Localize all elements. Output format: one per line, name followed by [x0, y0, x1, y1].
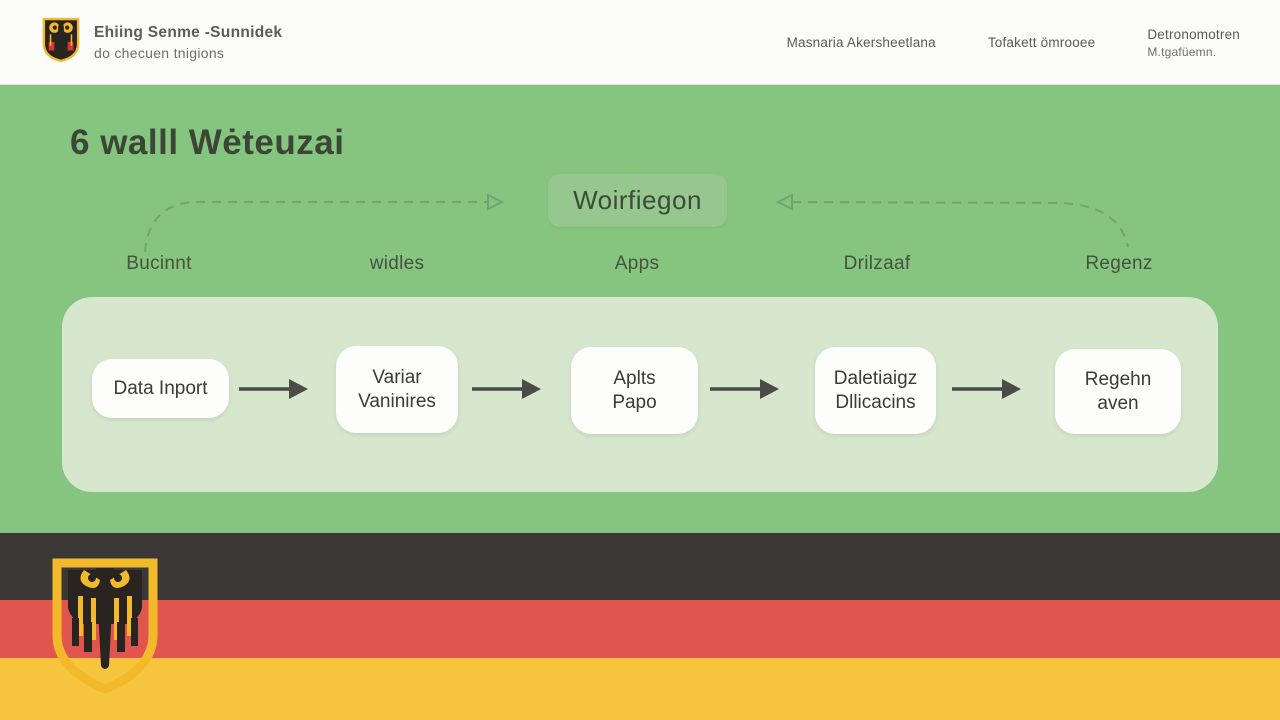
column-label-3: Apps — [614, 253, 660, 274]
step-5-line2: aven — [1097, 392, 1139, 414]
brand-title: Ehiing Senme -Sunnidek — [94, 23, 283, 41]
step-4-line2: Dllicacins — [835, 391, 916, 413]
nav-item-3-line1: Detronomotren — [1147, 26, 1240, 42]
step-box-2: Variar Vaninires — [336, 346, 458, 433]
page-title: 6 walll Wėteuzai — [70, 123, 345, 162]
step-2-line1: Variar — [372, 366, 422, 388]
column-label-4: Drilzaaf — [843, 253, 911, 274]
step-box-3: Aplts Papo — [571, 347, 698, 434]
header: Ehiing Senme -Sunnidek do checuen tnigio… — [0, 0, 1280, 85]
workflow-badge: Woirfiegon — [548, 174, 727, 227]
flag-black-stripe — [0, 533, 1280, 600]
nav-item-3[interactable]: Detronomotren M.tgafüemn. — [1147, 27, 1240, 59]
federal-eagle-emblem-icon — [52, 558, 158, 694]
step-box-4: Daletiaigz Dllicacins — [815, 347, 936, 434]
nav-item-2[interactable]: Tofakett ömrooee — [987, 35, 1096, 50]
step-5-line1: Regehn — [1084, 368, 1152, 390]
step-4-line1: Daletiaigz — [833, 367, 918, 389]
federal-eagle-shield-icon — [42, 17, 80, 68]
step-box-1: Data Inport — [92, 359, 229, 418]
flow-arrow-1 — [239, 379, 308, 399]
column-label-1: Bucinnt — [126, 253, 192, 274]
step-3-line2: Papo — [612, 391, 657, 413]
hero-section: 6 walll Wėteuzai Woirfiegon Bucinnt widl… — [0, 85, 1280, 533]
brand-home-link[interactable]: Ehiing Senme -Sunnidek do checuen tnigio… — [42, 17, 282, 68]
nav-item-1[interactable]: Masnaria Akersheetlana — [786, 35, 936, 50]
brand-subtitle: do checuen tnigions — [94, 44, 225, 61]
flag-red-stripe — [0, 600, 1280, 658]
flag-gold-stripe — [0, 658, 1280, 720]
flow-arrow-3 — [710, 379, 779, 399]
workflow-badge-label: Woirfiegon — [573, 185, 702, 215]
nav-item-3-line2: M.tgafüemn. — [1147, 44, 1217, 59]
step-box-5: Regehn aven — [1055, 349, 1181, 434]
column-label-2: widles — [369, 253, 425, 274]
main-nav: Masnaria Akersheetlana Tofakett ömrooee … — [787, 0, 1240, 85]
step-1-line1: Data Inport — [113, 377, 208, 399]
step-2-line2: Vaninires — [358, 390, 436, 412]
flow-arrow-4 — [952, 379, 1021, 399]
column-label-5: Regenz — [1085, 253, 1153, 274]
brand-text: Ehiing Senme -Sunnidek do checuen tnigio… — [94, 24, 282, 61]
step-3-line1: Aplts — [613, 367, 656, 389]
flow-arrow-2 — [472, 379, 541, 399]
